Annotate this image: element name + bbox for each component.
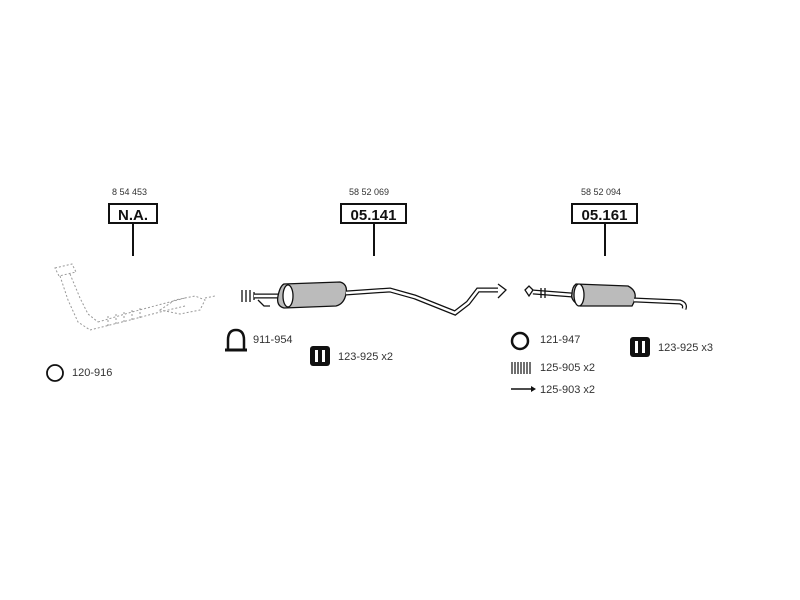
- spring-label: 125-905 x2: [540, 362, 596, 374]
- hanger-middle-label: 123-925 x2: [338, 351, 394, 363]
- part-code-box-front-pipe[interactable]: N.A.: [108, 203, 158, 224]
- hanger-rear-label: 123-925 x3: [658, 342, 714, 354]
- middle-silencer-drawing: [241, 281, 507, 316]
- ring-front-label: 120-916: [72, 367, 113, 379]
- part-code-box-rear-silencer[interactable]: 05.161: [571, 203, 638, 224]
- rear-silencer-drawing: [524, 283, 687, 310]
- ring-icon: [510, 331, 530, 351]
- clamp-label: 911-954: [253, 334, 293, 346]
- leader-line-middle: [373, 224, 375, 256]
- leader-line-rear: [604, 224, 606, 256]
- clamp-icon: [225, 328, 247, 352]
- leader-line-front: [132, 224, 134, 256]
- part-ref-front-pipe: 8 54 453: [112, 187, 148, 197]
- bolt-icon: [511, 386, 536, 392]
- part-ref-middle-silencer: 58 52 069: [349, 187, 390, 197]
- ring-rear-label: 121-947: [540, 334, 581, 346]
- spring-icon: [511, 362, 531, 374]
- part-ref-rear-silencer: 58 52 094: [581, 187, 622, 197]
- rubber-hanger-icon: [630, 337, 650, 357]
- rubber-hanger-icon: [310, 346, 330, 366]
- part-code-box-middle-silencer[interactable]: 05.141: [340, 203, 407, 224]
- front-pipe-drawing: [54, 263, 216, 331]
- bolt-label: 125-903 x2: [540, 384, 596, 396]
- ring-icon: [46, 364, 64, 382]
